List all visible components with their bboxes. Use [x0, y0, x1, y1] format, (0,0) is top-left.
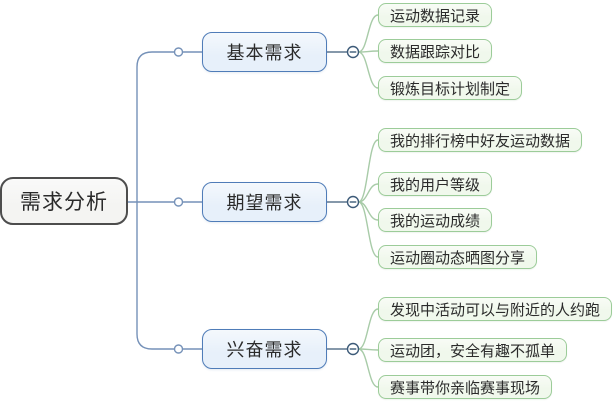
collapse-toggle-basic[interactable] — [346, 45, 360, 59]
root-node-label: 需求分析 — [20, 191, 108, 214]
root-node[interactable]: 需求分析 — [0, 177, 128, 225]
leaf-node-excitement-2[interactable]: 运动团，安全有趣不孤单 — [378, 338, 568, 362]
leaf-node-expected-2[interactable]: 我的用户等级 — [378, 172, 493, 196]
junction-dot-excitement — [173, 344, 184, 354]
leaf-label: 我的排行榜中好友运动数据 — [390, 132, 571, 150]
branch-node-basic-needs[interactable]: 基本需求 — [202, 32, 327, 72]
branch-node-expected-needs[interactable]: 期望需求 — [202, 182, 327, 222]
branch-node-excitement-needs[interactable]: 兴奋需求 — [202, 329, 327, 369]
leaf-label: 运动团，安全有趣不孤单 — [390, 342, 556, 360]
leaf-node-expected-4[interactable]: 运动圈动态晒图分享 — [378, 245, 538, 269]
leaf-label: 运动数据记录 — [390, 7, 481, 25]
leaf-node-basic-1[interactable]: 运动数据记录 — [378, 3, 493, 27]
leaf-label: 发现中活动可以与附近的人约跑 — [390, 301, 601, 319]
leaf-label: 我的运动成绩 — [390, 212, 481, 230]
leaf-label: 运动圈动态晒图分享 — [390, 249, 526, 267]
leaf-node-excitement-3[interactable]: 赛事带你亲临赛事现场 — [378, 375, 553, 399]
junction-dot-expected — [173, 197, 184, 207]
leaf-node-excitement-1[interactable]: 发现中活动可以与附近的人约跑 — [378, 297, 613, 321]
leaf-node-expected-1[interactable]: 我的排行榜中好友运动数据 — [378, 128, 583, 152]
branch-label: 期望需求 — [226, 193, 303, 213]
connector-trunk-top-bottom — [136, 51, 202, 350]
leaf-label: 赛事带你亲临赛事现场 — [390, 379, 541, 397]
leaf-node-basic-3[interactable]: 锻炼目标计划制定 — [378, 76, 523, 100]
leaf-label: 我的用户等级 — [390, 176, 481, 194]
fan-expected — [358, 139, 379, 258]
leaf-node-basic-2[interactable]: 数据跟踪对比 — [378, 39, 493, 63]
branch-label: 兴奋需求 — [226, 340, 303, 360]
fan-excitement — [358, 308, 379, 388]
fan-basic — [358, 14, 379, 89]
collapse-toggle-expected[interactable] — [346, 195, 360, 209]
leaf-label: 数据跟踪对比 — [390, 43, 481, 61]
junction-dot-basic — [173, 47, 184, 57]
leaf-node-expected-3[interactable]: 我的运动成绩 — [378, 208, 493, 232]
branch-label: 基本需求 — [226, 43, 303, 63]
leaf-label: 锻炼目标计划制定 — [390, 80, 511, 98]
collapse-toggle-excitement[interactable] — [346, 342, 360, 356]
